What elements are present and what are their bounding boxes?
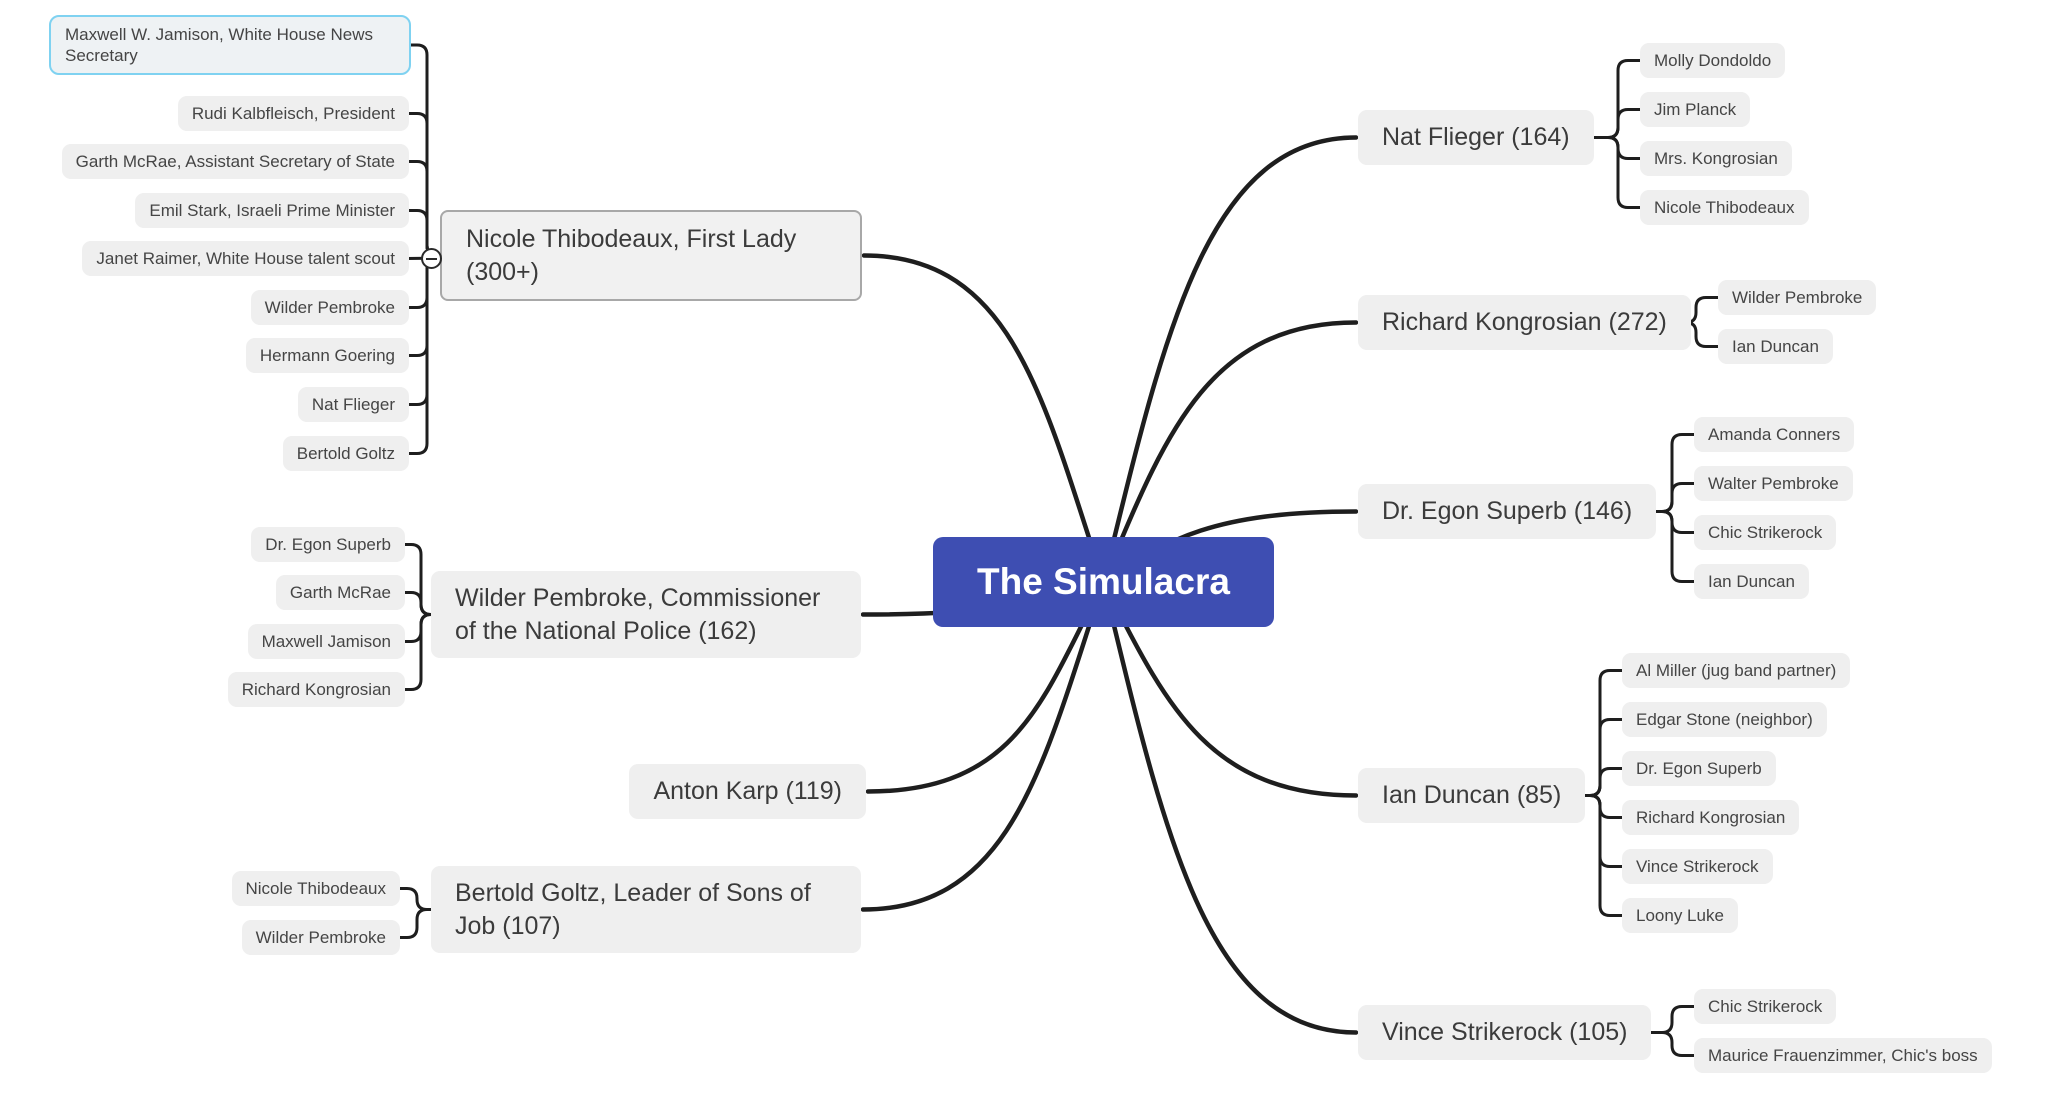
topic-nat-flieger[interactable]: Nat Flieger (164) bbox=[1358, 110, 1594, 165]
subtopic-loony-luke[interactable]: Loony Luke bbox=[1622, 898, 1738, 934]
subtopic-egon-superb[interactable]: Dr. Egon Superb bbox=[251, 527, 405, 563]
subtopic-vince-strikerock[interactable]: Vince Strikerock bbox=[1622, 849, 1773, 885]
subtopic-hermann-goering[interactable]: Hermann Goering bbox=[245, 338, 409, 374]
subtopic-maxwell-jamison[interactable]: Maxwell W. Jamison, White House News Sec… bbox=[49, 15, 411, 76]
subtopic-janet-raimer[interactable]: Janet Raimer, White House talent scout bbox=[82, 241, 409, 277]
subtopic-chic-strikerock[interactable]: Chic Strikerock bbox=[1694, 515, 1837, 551]
subtopic-bertold-goltz[interactable]: Bertold Goltz bbox=[282, 436, 409, 472]
topic-anton-karp[interactable]: Anton Karp (119) bbox=[629, 764, 866, 819]
subtopic-wilder-pembroke[interactable]: Wilder Pembroke bbox=[250, 290, 409, 326]
collapse-branch-button[interactable] bbox=[421, 248, 442, 269]
subtopic-emil-stark[interactable]: Emil Stark, Israeli Prime Minister bbox=[135, 193, 409, 229]
topic-ian-duncan[interactable]: Ian Duncan (85) bbox=[1358, 768, 1586, 823]
subtopic-maurice-frauenzimmer[interactable]: Maurice Frauenzimmer, Chic's boss bbox=[1694, 1038, 1992, 1074]
subtopic-jim-planck[interactable]: Jim Planck bbox=[1640, 92, 1751, 128]
minus-icon bbox=[426, 257, 437, 260]
subtopic-chic-strikerock-2[interactable]: Chic Strikerock bbox=[1694, 989, 1837, 1025]
topic-vince-strikerock[interactable]: Vince Strikerock (105) bbox=[1358, 1005, 1652, 1060]
subtopic-amanda-conners[interactable]: Amanda Conners bbox=[1694, 417, 1855, 453]
subtopic-maxwell-jamison[interactable]: Maxwell Jamison bbox=[247, 624, 405, 660]
subtopic-walter-pembroke[interactable]: Walter Pembroke bbox=[1694, 466, 1853, 502]
topic-richard-kongrosian[interactable]: Richard Kongrosian (272) bbox=[1358, 295, 1691, 350]
subtopic-ian-duncan-3[interactable]: Ian Duncan bbox=[1694, 564, 1809, 600]
subtopic-egon-superb-2[interactable]: Dr. Egon Superb bbox=[1622, 751, 1776, 787]
topic-wilder-pembroke[interactable]: Wilder Pembroke, Commissioner of the Nat… bbox=[431, 571, 861, 658]
subtopic-richard-kongrosian[interactable]: Richard Kongrosian bbox=[227, 672, 405, 708]
subtopic-mrs-kongrosian[interactable]: Mrs. Kongrosian bbox=[1640, 141, 1792, 177]
subtopic-garth-mcrae-state[interactable]: Garth McRae, Assistant Secretary of Stat… bbox=[61, 144, 409, 180]
topic-nicole-thibodeaux[interactable]: Nicole Thibodeaux, First Lady (300+) bbox=[440, 210, 862, 301]
subtopic-edgar-stone[interactable]: Edgar Stone (neighbor) bbox=[1622, 702, 1827, 738]
subtopic-wilder-pembroke-3[interactable]: Wilder Pembroke bbox=[1718, 280, 1877, 316]
subtopic-rudi-kalbfleisch[interactable]: Rudi Kalbfleisch, President bbox=[177, 96, 409, 132]
subtopic-al-miller[interactable]: Al Miller (jug band partner) bbox=[1622, 653, 1851, 689]
topic-egon-superb[interactable]: Dr. Egon Superb (146) bbox=[1358, 484, 1657, 539]
topic-bertold-goltz[interactable]: Bertold Goltz, Leader of Sons of Job (10… bbox=[431, 866, 861, 953]
subtopic-nicole-thibodeaux-2[interactable]: Nicole Thibodeaux bbox=[1640, 190, 1809, 226]
subtopic-wilder-pembroke-2[interactable]: Wilder Pembroke bbox=[241, 920, 400, 956]
subtopic-nicole-thibodeaux[interactable]: Nicole Thibodeaux bbox=[231, 871, 400, 907]
subtopic-richard-kongrosian-2[interactable]: Richard Kongrosian bbox=[1622, 800, 1800, 836]
subtopic-molly-dondoldo[interactable]: Molly Dondoldo bbox=[1640, 43, 1786, 79]
central-topic[interactable]: The Simulacra bbox=[933, 537, 1274, 628]
subtopic-ian-duncan-2[interactable]: Ian Duncan bbox=[1718, 329, 1833, 365]
subtopic-nat-flieger[interactable]: Nat Flieger bbox=[297, 387, 409, 423]
subtopic-garth-mcrae[interactable]: Garth McRae bbox=[275, 575, 405, 611]
